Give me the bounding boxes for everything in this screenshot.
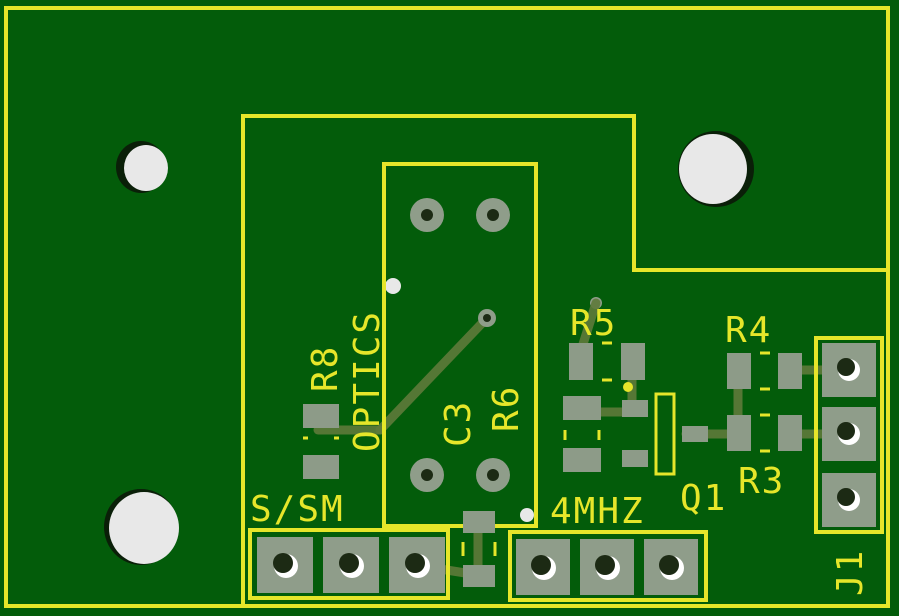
r5-pad [569, 343, 593, 380]
r8-footprint [303, 404, 339, 479]
label-optics: OPTICS [347, 310, 388, 452]
fourmhz-pin-hole [659, 555, 679, 575]
mounting-hole [124, 145, 168, 191]
j1-outline [814, 336, 884, 534]
q1-body-outline [654, 392, 676, 476]
q1-side-pad [682, 426, 708, 442]
label-r3: R3 [738, 461, 785, 502]
label-r4: R4 [725, 310, 772, 351]
ssm-header [248, 528, 450, 600]
ssm-pin-hole [273, 553, 293, 573]
via [520, 508, 534, 522]
ssm-pin-hole [339, 553, 359, 573]
q1-pin1-dot [623, 382, 633, 392]
mounting-hole [679, 134, 747, 204]
board-outline [4, 6, 890, 608]
q1-pad [563, 448, 601, 472]
fourmhz-pin-hole [531, 555, 551, 575]
r3-pad [778, 415, 802, 451]
label-q1: Q1 [680, 478, 727, 519]
r8-pad [303, 455, 339, 479]
label-ssm: S/SM [250, 489, 345, 530]
j1-pin-hole [837, 488, 855, 506]
ssm-pin-hole [405, 553, 425, 573]
mounting-holes [104, 131, 754, 565]
label-r8: R8 [305, 345, 346, 392]
optics-pin-hole [421, 209, 433, 221]
q1-pad [563, 396, 601, 420]
optics-pin-hole [487, 209, 499, 221]
via [385, 278, 401, 294]
j1-connector [814, 336, 884, 534]
c-pad [463, 511, 495, 533]
q1-footprint [563, 392, 708, 476]
label-j1: J1 [830, 549, 871, 596]
r5-pad [621, 343, 645, 380]
c-footprint [461, 511, 497, 587]
r3-pad [727, 415, 751, 451]
optics-pins [410, 198, 510, 492]
ssm-outline [248, 528, 450, 600]
r4-footprint [727, 351, 802, 391]
label-r6: R6 [486, 385, 527, 432]
j1-pin-hole [837, 358, 855, 376]
optics-module-outline [382, 162, 538, 528]
r4-pad [727, 353, 751, 389]
r8-pad [303, 404, 339, 428]
r5-footprint [569, 341, 645, 392]
optics-pin-hole [487, 469, 499, 481]
trace [375, 313, 492, 435]
label-c3: C3 [438, 400, 479, 447]
fourmhz-header [508, 530, 708, 602]
fourmhz-pin-hole [595, 555, 615, 575]
c-pad [463, 565, 495, 587]
r3-footprint [727, 413, 802, 453]
optics-pin-hole [483, 314, 491, 322]
q1-pad [622, 450, 648, 467]
label-r5: R5 [570, 303, 617, 344]
q1-pad [622, 400, 648, 417]
fourmhz-outline [508, 530, 708, 602]
label-fourmhz: 4MHZ [550, 491, 645, 532]
mounting-hole [109, 492, 179, 564]
j1-pin-hole [837, 422, 855, 440]
optics-pin-hole [421, 469, 433, 481]
r4-pad [778, 353, 802, 389]
silkscreen-labels: R8 OPTICS C3 R6 R5 R4 R3 Q1 S/SM 4MHZ J1 [250, 303, 871, 596]
enclosure-outline [241, 114, 886, 604]
